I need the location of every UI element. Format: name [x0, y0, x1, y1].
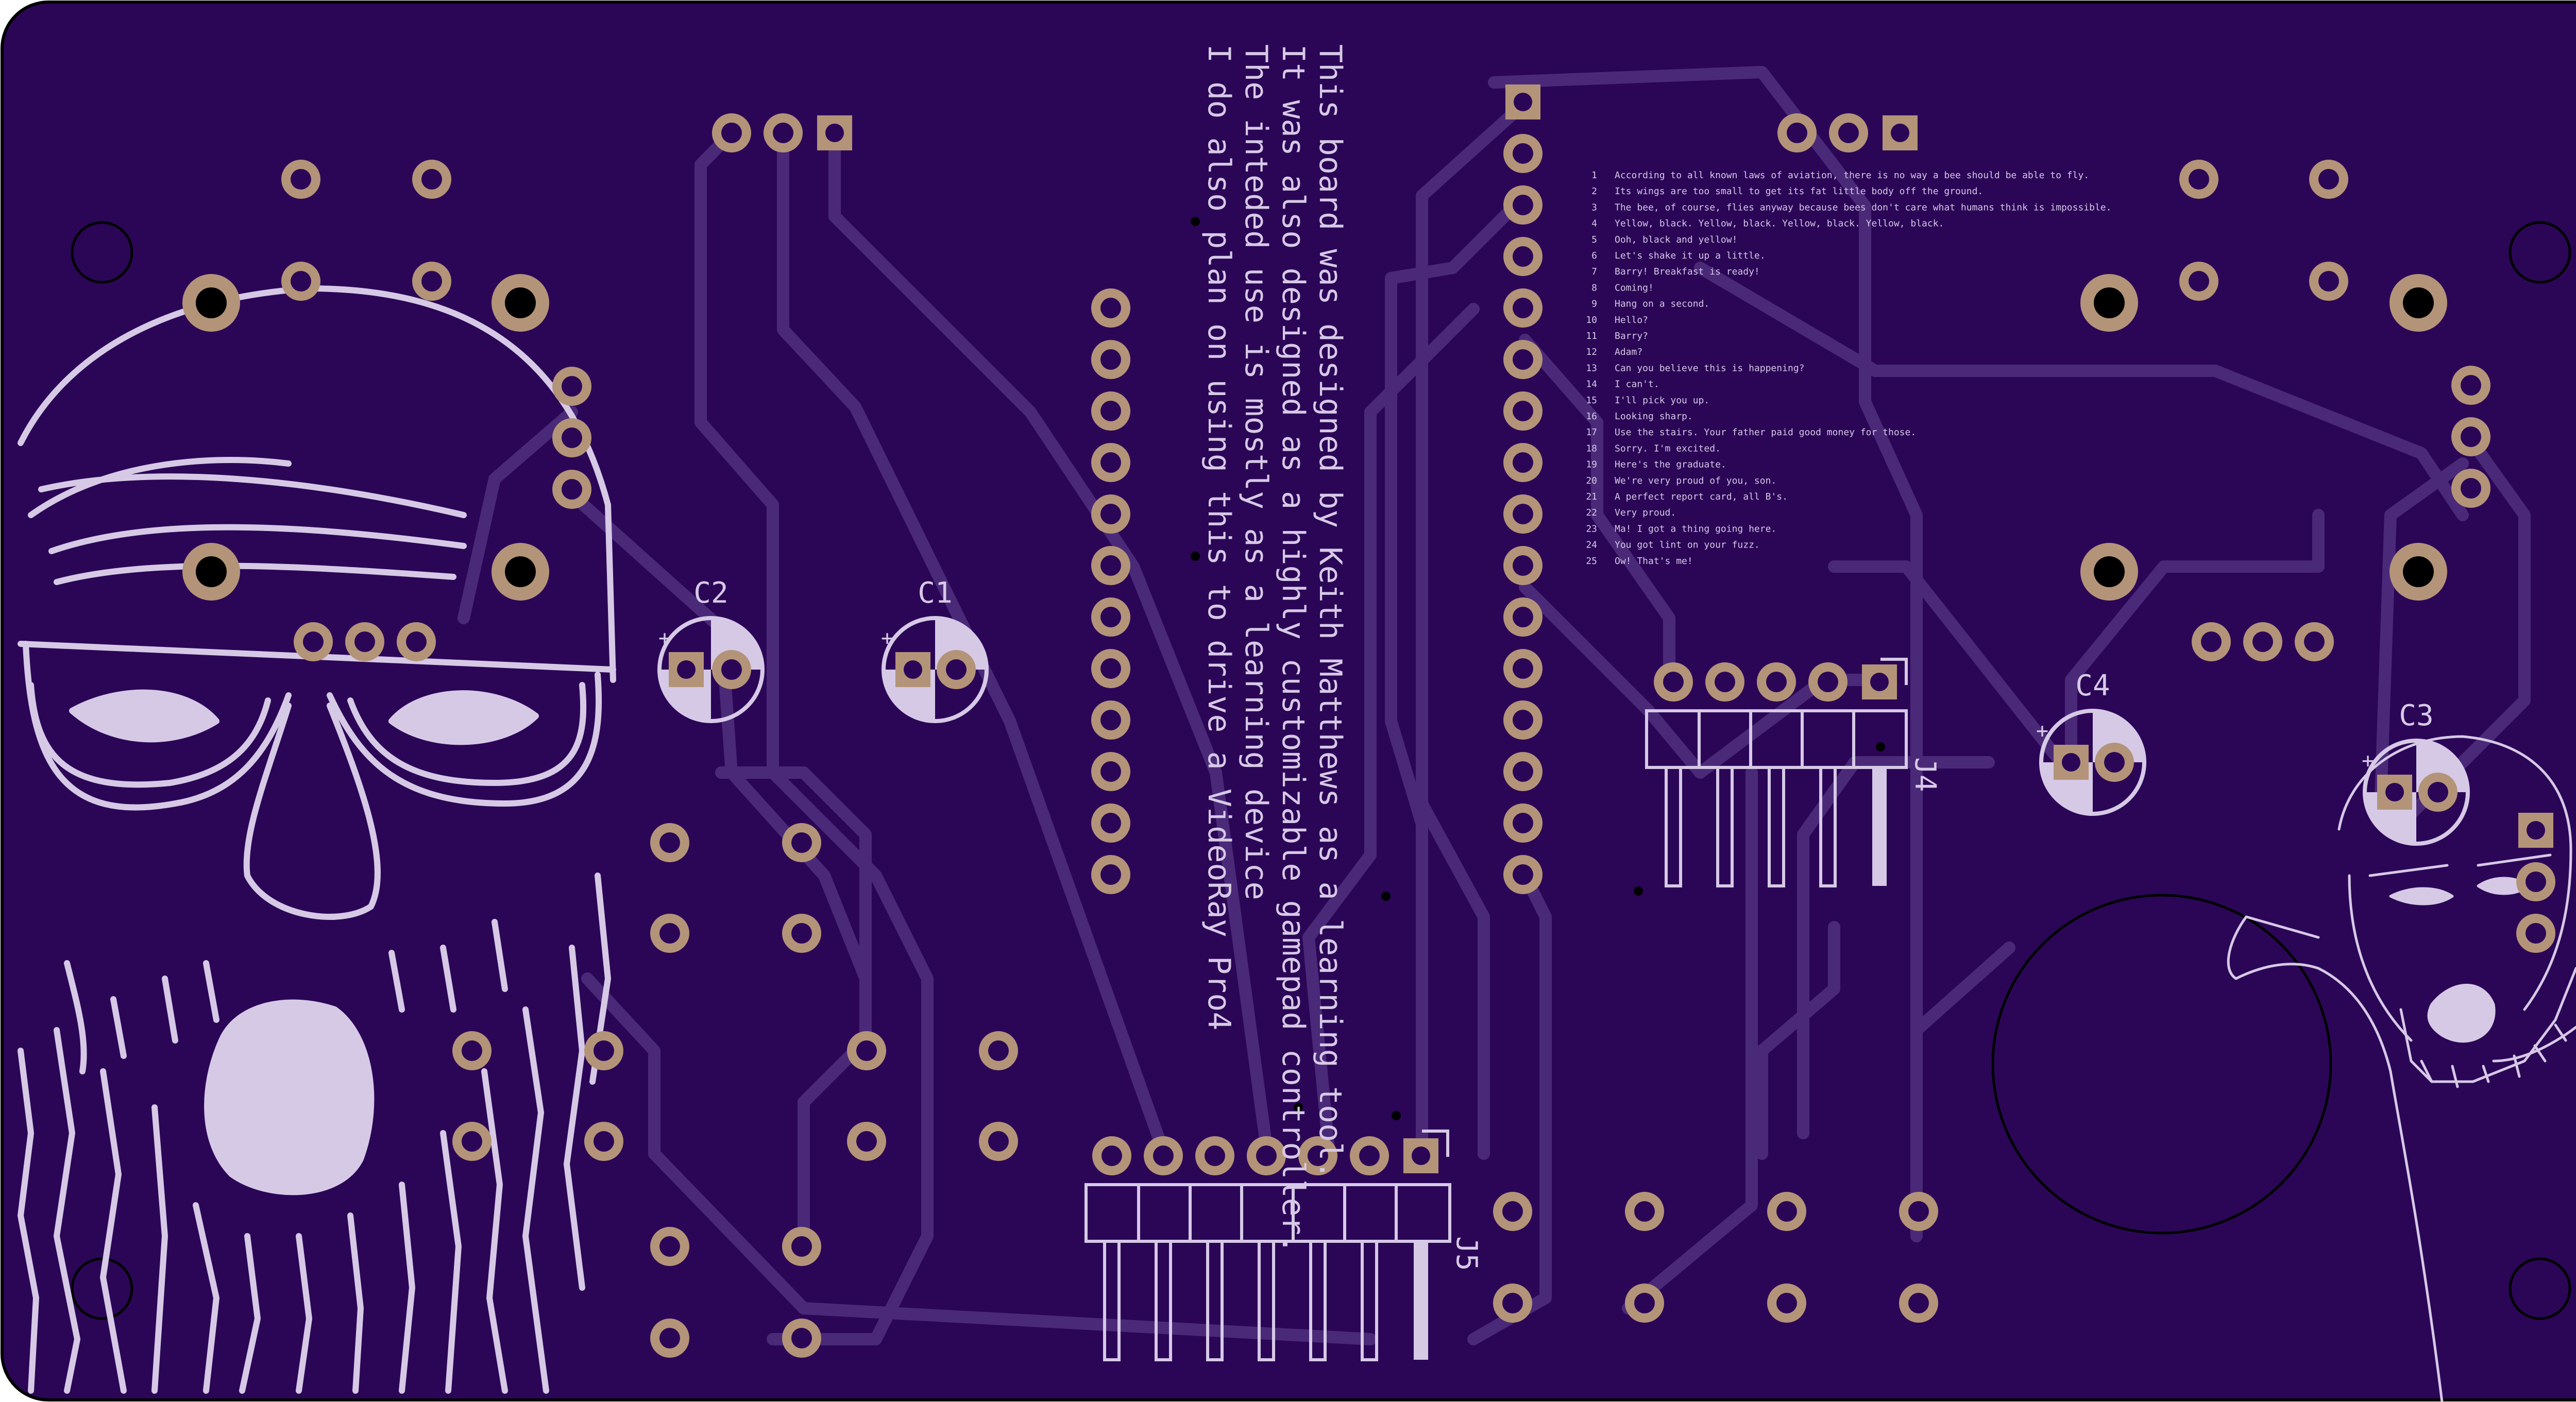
script-line-number: 7 [1591, 266, 1597, 277]
script-line-text: Can you believe this is happening? [1615, 363, 1804, 373]
credit-text-block: This board was designed by Keith Matthew… [1201, 44, 1348, 1254]
capacitor-c4: C4 + [2036, 669, 2146, 816]
script-line-text: Very proud. [1615, 507, 1676, 518]
script-line-number: 25 [1586, 556, 1597, 567]
via [1392, 1111, 1401, 1120]
via [1191, 552, 1200, 561]
via [1634, 886, 1643, 896]
credit-line-2: It was also designed as a highly customi… [1275, 44, 1311, 1254]
script-line-number: 19 [1586, 459, 1597, 470]
script-line-number: 21 [1586, 491, 1597, 502]
script-line-number: 1 [1591, 170, 1597, 181]
script-line-number: 3 [1591, 202, 1597, 213]
capacitor-c1: C1 + [881, 576, 989, 723]
script-line-number: 5 [1591, 234, 1597, 245]
portrait-right [2227, 735, 2576, 1402]
script-line-number: 8 [1591, 282, 1597, 293]
via [1876, 742, 1885, 751]
polarity-mark: + [881, 626, 893, 650]
capacitor-c3: C3 + [2362, 699, 2470, 846]
joystick-cutout [1991, 894, 2332, 1235]
script-line-number: 16 [1586, 411, 1597, 422]
mounting-hole [2509, 1257, 2571, 1320]
script-line-number: 14 [1586, 379, 1597, 390]
polarity-mark: + [2362, 749, 2374, 773]
script-line-number: 11 [1586, 331, 1597, 341]
script-line-number: 23 [1586, 523, 1597, 534]
capacitor-c2: C2 + [657, 576, 765, 723]
script-line-number: 6 [1591, 250, 1597, 261]
script-line-text: Here's the graduate. [1615, 459, 1726, 470]
script-line-text: We're very proud of you, son. [1615, 475, 1776, 486]
via [1191, 217, 1200, 226]
script-line-number: 9 [1591, 299, 1597, 310]
script-line-text: Ow! That's me! [1615, 556, 1693, 567]
script-line-text: Barry? [1615, 331, 1648, 341]
designator-j5: J5 [1450, 1236, 1483, 1271]
script-line-number: 22 [1586, 507, 1597, 518]
script-line-text: Adam? [1615, 347, 1642, 357]
script-line-text: Looking sharp. [1615, 411, 1693, 422]
script-line-number: 12 [1586, 347, 1597, 357]
script-line-text: I can't. [1615, 379, 1659, 390]
script-line-number: 4 [1591, 218, 1597, 229]
designator-c2: C2 [693, 576, 728, 610]
polarity-mark: + [658, 626, 671, 650]
script-line-text: Yellow, black. Yellow, black. Yellow, bl… [1615, 218, 1944, 229]
script-line-text: I'll pick you up. [1615, 395, 1709, 406]
mounting-hole [71, 221, 133, 284]
via [1381, 892, 1391, 901]
script-line-text: Coming! [1615, 282, 1654, 293]
polarity-mark: + [2036, 719, 2048, 743]
designator-c3: C3 [2399, 699, 2433, 732]
script-line-text: According to all known laws of aviation,… [1615, 170, 2089, 181]
script-line-text: Barry! Breakfast is ready! [1615, 266, 1760, 277]
script-line-text: The bee, of course, flies anyway because… [1615, 202, 2112, 213]
header-j4: J4 [1645, 658, 1942, 887]
script-line-text: Its wings are too small to get its fat l… [1615, 186, 1983, 197]
script-line-number: 18 [1586, 443, 1597, 454]
script-line-text: Hang on a second. [1615, 299, 1709, 310]
script-line-text: Ma! I got a thing going here. [1615, 523, 1776, 534]
copper-traces [457, 66, 2531, 1345]
script-line-text: A perfect report card, all B's. [1615, 491, 1788, 502]
script-line-number: 24 [1586, 540, 1597, 551]
designator-j4: J4 [1908, 757, 1942, 792]
vias [1191, 217, 1885, 1120]
credit-line-3: The inteded use is mostly as a learning … [1238, 44, 1274, 900]
script-line-text: Use the stairs. Your father paid good mo… [1615, 427, 1916, 438]
designator-c1: C1 [918, 576, 952, 610]
header-j5: J5 [1084, 1130, 1483, 1361]
script-text-block: 1 According to all known laws of aviation… [1586, 170, 2111, 567]
via [1294, 1103, 1303, 1112]
script-line-number: 13 [1586, 363, 1597, 373]
credit-line-4: I do also plan on using this to drive a … [1201, 44, 1237, 1031]
mounting-hole [71, 1257, 133, 1320]
script-line-text: Let's shake it up a little. [1615, 250, 1766, 261]
script-line-text: Hello? [1615, 315, 1648, 326]
script-line-text: Ooh, black and yellow! [1615, 234, 1737, 245]
script-line-number: 17 [1586, 427, 1597, 438]
mounting-holes [71, 221, 2571, 1320]
script-line-text: Sorry. I'm excited. [1615, 443, 1721, 454]
credit-line-1: This board was designed by Keith Matthew… [1312, 44, 1348, 1179]
script-line-number: 2 [1591, 186, 1597, 197]
designator-c4: C4 [2075, 669, 2110, 703]
script-line-number: 15 [1586, 395, 1597, 406]
mounting-hole [2509, 221, 2571, 284]
script-line-number: 10 [1586, 315, 1597, 326]
script-line-text: You got lint on your fuzz. [1615, 540, 1760, 551]
script-line-number: 20 [1586, 475, 1597, 486]
